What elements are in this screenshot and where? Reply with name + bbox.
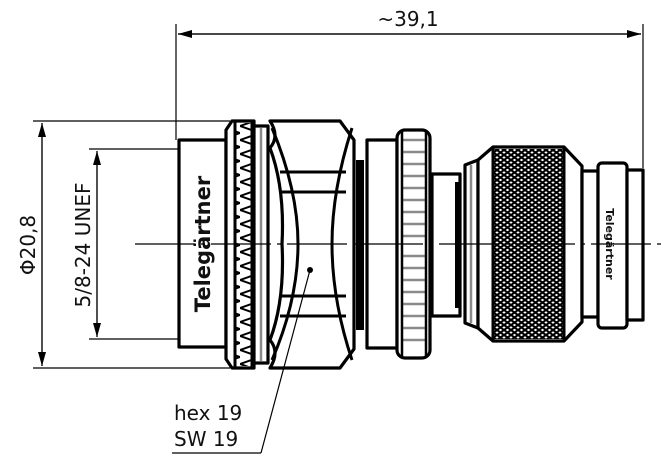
hex-size-label: hex 19 — [174, 401, 242, 425]
outer-diameter-label: Φ20,8 — [16, 215, 40, 275]
rib-lines — [403, 138, 425, 342]
sw-size-label: SW 19 — [174, 427, 238, 451]
end-tip — [625, 168, 645, 322]
flange — [356, 160, 364, 330]
thread-dimension: 5/8-24 UNEF — [71, 148, 180, 340]
overall-length-dimension: ~39,1 — [175, 7, 644, 168]
thread-label: 5/8-24 UNEF — [71, 183, 95, 308]
hex-leader: hex 19 SW 19 — [172, 267, 313, 454]
overall-length-label: ~39,1 — [377, 7, 438, 31]
outer-diameter-dimension: Φ20,8 — [16, 120, 230, 369]
